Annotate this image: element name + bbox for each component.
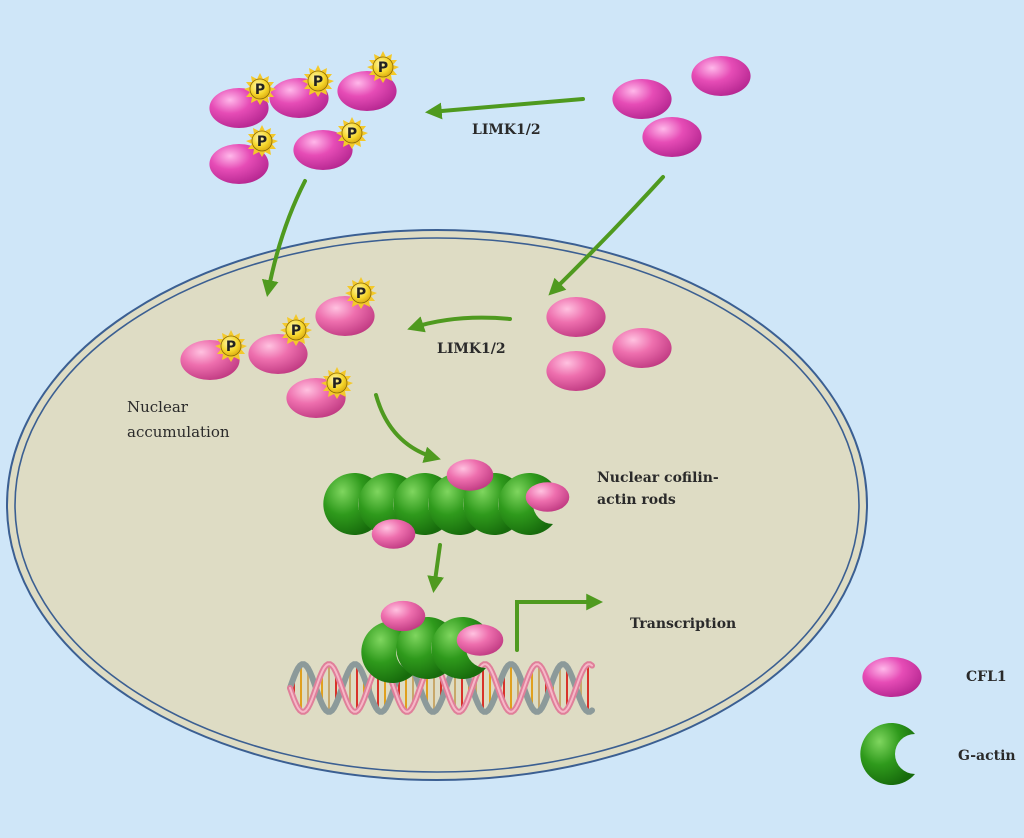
cfl1-protein xyxy=(642,116,702,158)
svg-text:P: P xyxy=(291,323,301,339)
legend-cfl1-label: CFL1 xyxy=(966,669,1007,685)
phosphate-groups-cytoplasm: P P P P P xyxy=(243,50,400,158)
rods-label-line1: Nuclear cofilin- xyxy=(597,470,719,486)
arrow-to-dna xyxy=(427,543,444,593)
nuclear-accumulation-label-line2: accumulation xyxy=(127,423,230,441)
svg-text:P: P xyxy=(226,339,236,355)
cfl1-protein xyxy=(546,296,606,338)
svg-text:P: P xyxy=(313,74,323,90)
cfl1-protein xyxy=(446,459,494,491)
phosphate-group: P xyxy=(243,72,277,106)
transcription-start-arrow xyxy=(515,593,604,652)
cfl1-protein xyxy=(525,482,570,512)
nuclear-accumulation-label-line1: Nuclear xyxy=(127,398,189,416)
cfl1-protein xyxy=(691,55,751,97)
cfl1-protein xyxy=(612,327,672,369)
transcription-label: Transcription xyxy=(630,616,736,632)
rods-label-line2: actin rods xyxy=(597,492,676,508)
limk-label-cytoplasm: LIMK1/2 xyxy=(472,122,541,138)
phosphate-groups-nucleus: P P P P xyxy=(214,276,378,400)
arrow-phospho-import xyxy=(261,179,307,297)
dna-double-helix xyxy=(287,661,595,715)
svg-text:P: P xyxy=(257,134,267,150)
arrow-to-rods xyxy=(374,393,441,463)
cfl1-protein xyxy=(612,78,672,120)
phosphate-group: P xyxy=(214,329,248,363)
legend-g-actin-label: G-actin xyxy=(958,748,1016,764)
svg-text:P: P xyxy=(378,60,388,76)
arrows xyxy=(261,97,665,652)
arrow-limk-nucleus xyxy=(407,315,512,333)
limk-label-nucleus: LIMK1/2 xyxy=(437,341,506,357)
legend-cfl1-icon xyxy=(862,656,922,698)
cfl1-protein xyxy=(456,624,504,656)
svg-text:P: P xyxy=(347,126,357,142)
cfl1-protein xyxy=(546,350,606,392)
phosphate-group: P xyxy=(279,313,313,347)
svg-text:P: P xyxy=(332,376,342,392)
arrow-cfl1-import xyxy=(548,175,665,296)
arrow-limk-cytoplasm xyxy=(424,97,585,120)
svg-text:P: P xyxy=(356,286,366,302)
phosphate-group: P xyxy=(335,116,369,150)
phosphate-group: P xyxy=(366,50,400,84)
phosphate-group: P xyxy=(301,64,335,98)
phosphate-group: P xyxy=(245,124,279,158)
dna-strand-grey xyxy=(287,661,595,715)
legend: CFL1 G-actin xyxy=(860,656,1016,785)
svg-text:P: P xyxy=(255,82,265,98)
cfl1-protein xyxy=(371,519,416,549)
phosphate-group: P xyxy=(320,366,354,400)
cfl1-protein xyxy=(380,600,426,632)
phosphate-group: P xyxy=(344,276,378,310)
